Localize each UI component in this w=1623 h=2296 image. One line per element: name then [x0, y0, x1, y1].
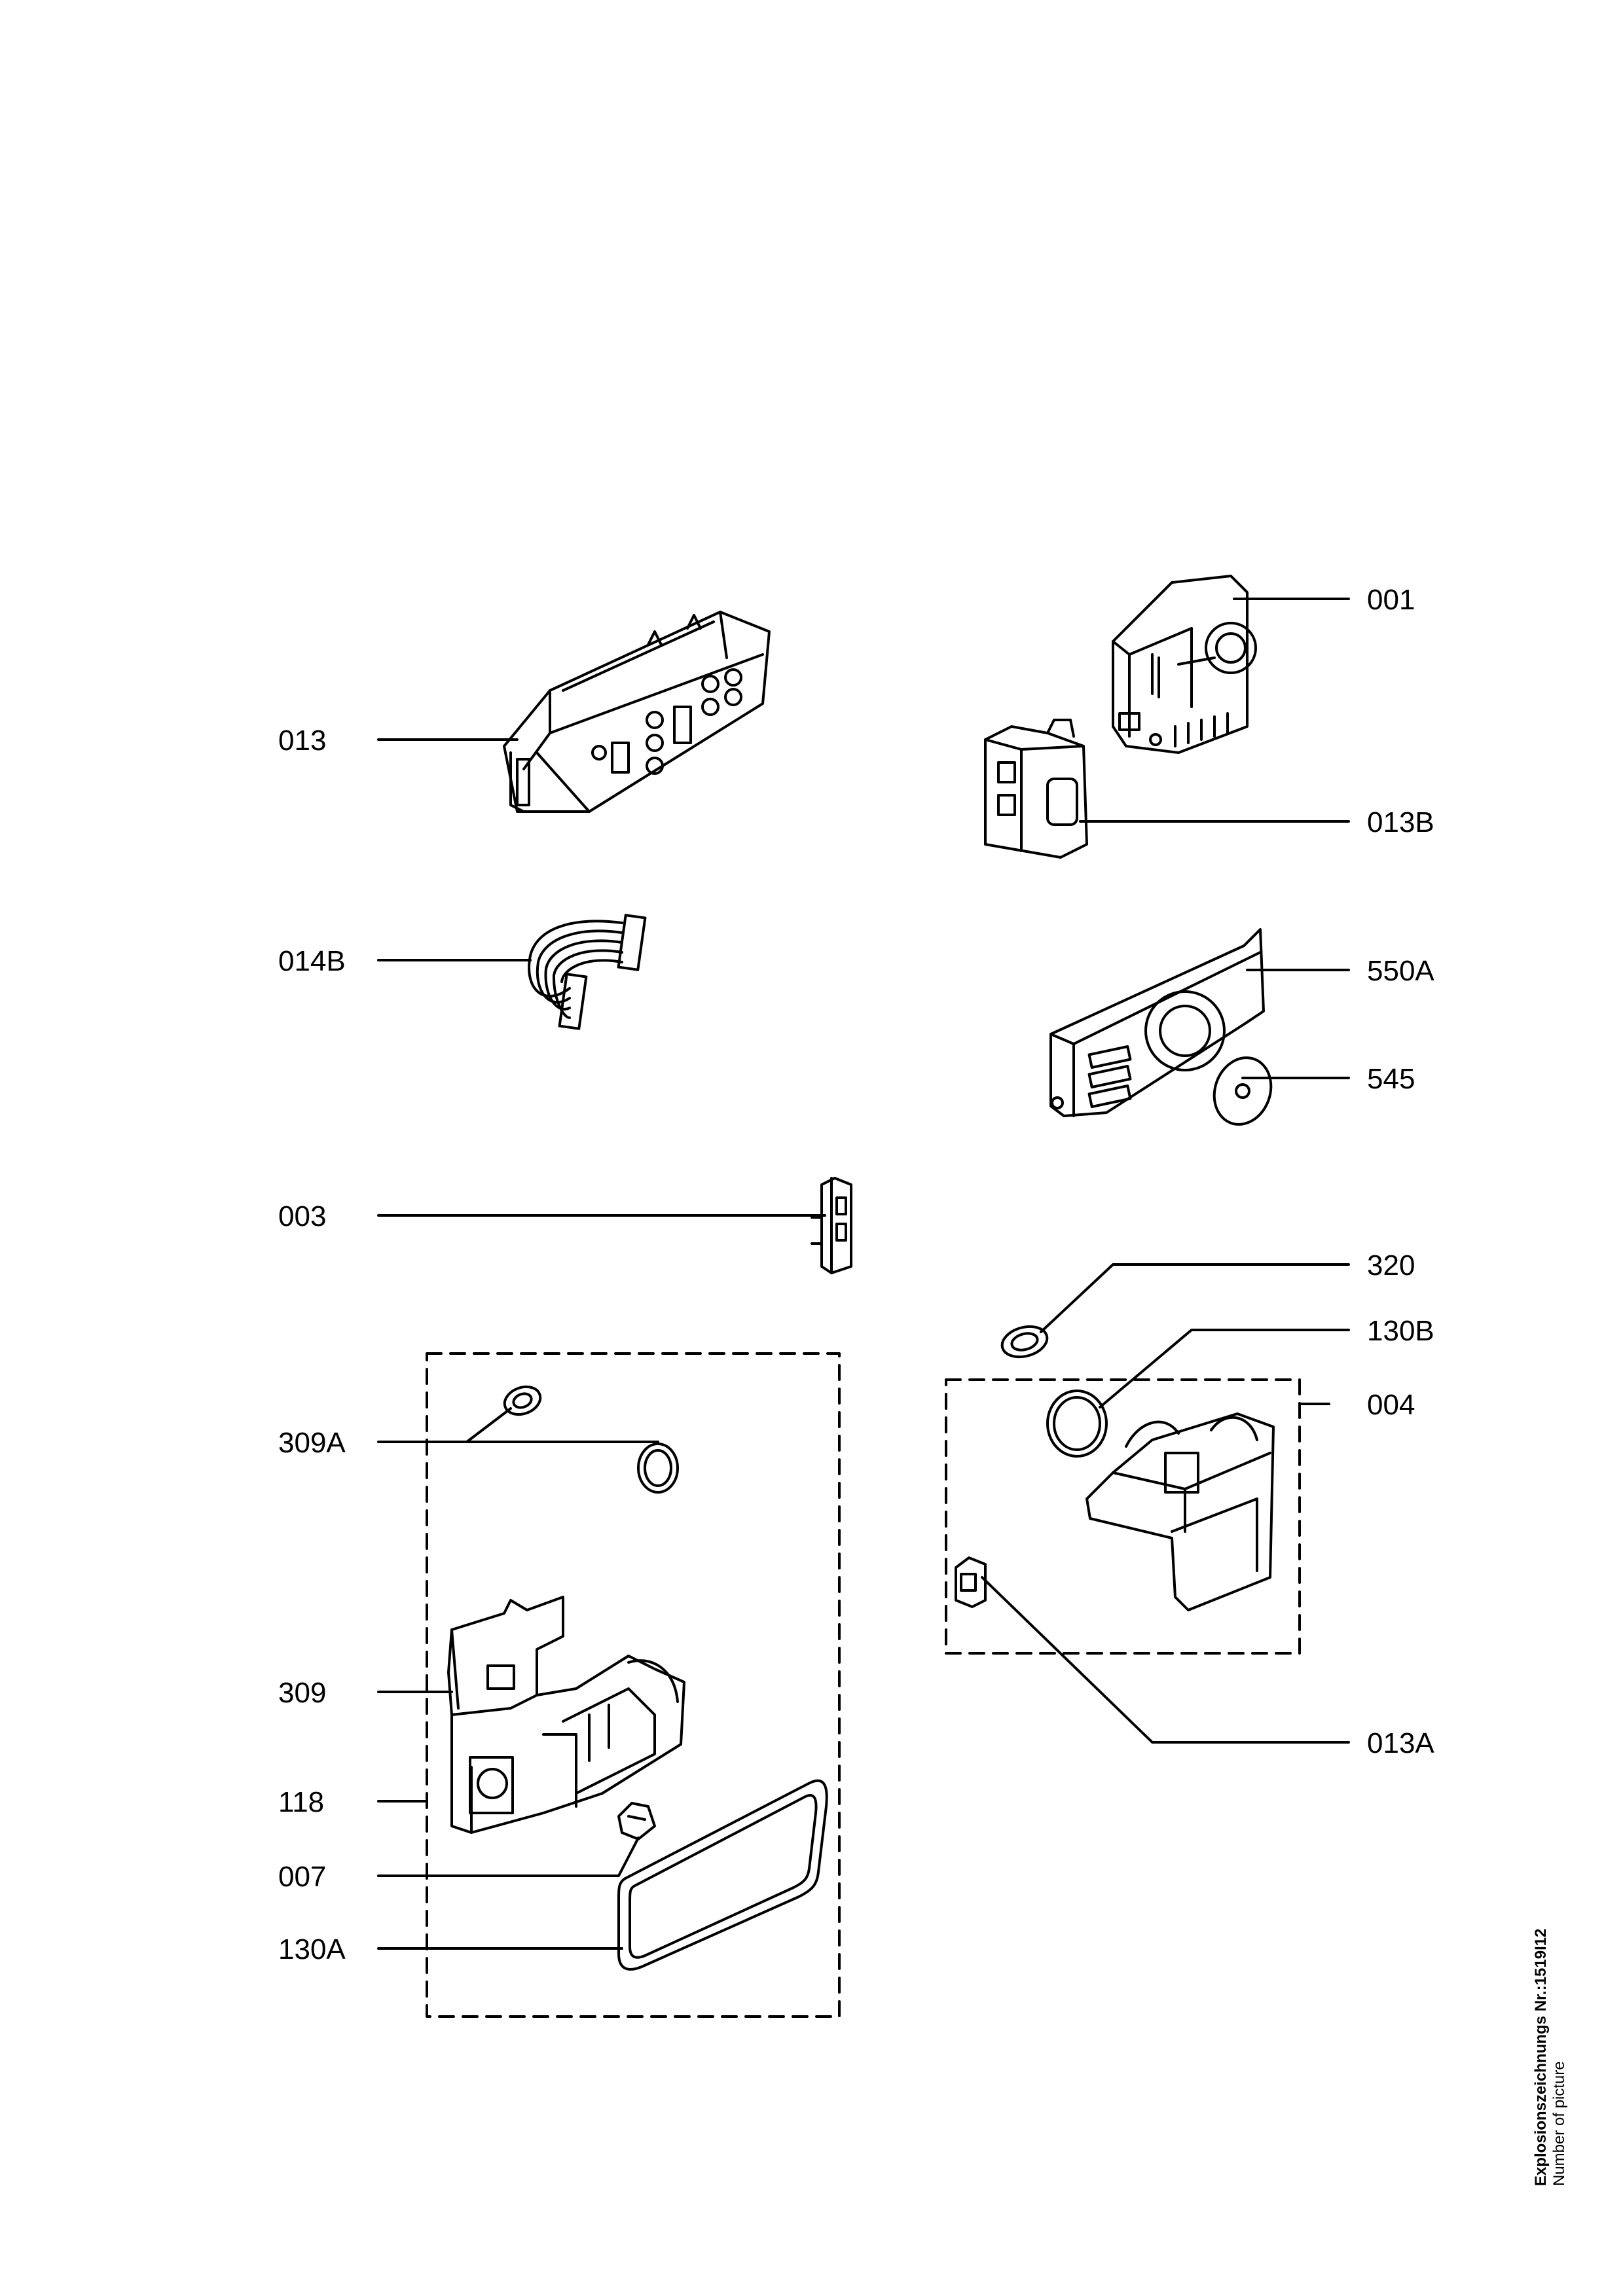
part-007-clip [617, 1802, 656, 1840]
part-550A-panel [1049, 928, 1265, 1117]
part-004-dispenser [1085, 1412, 1275, 1611]
leader-007 [377, 1837, 640, 1877]
label-550A: 550A [1367, 955, 1434, 987]
label-003: 003 [278, 1200, 327, 1232]
label-309A: 309A [278, 1427, 346, 1459]
label-309: 309 [278, 1677, 327, 1709]
drawing-number: Explosionszeichnungs Nr.:1519I12 [1532, 1928, 1550, 2186]
part-309-door-lock [447, 1596, 685, 1834]
part-013A-connector [955, 1556, 987, 1608]
label-004: 004 [1367, 1389, 1415, 1421]
label-130B: 130B [1367, 1315, 1434, 1347]
part-130A-gasket [617, 1779, 828, 1971]
label-118: 118 [278, 1786, 325, 1818]
label-130A: 130A [278, 1933, 346, 1965]
leader-013A [981, 1576, 1350, 1744]
label-320: 320 [1367, 1249, 1415, 1282]
label-014B: 014B [278, 945, 346, 977]
part-014B-wire-harness [528, 914, 647, 1030]
leader-309A-branch [465, 1407, 512, 1443]
part-003-switch [811, 1177, 852, 1274]
part-001-timer [1112, 575, 1257, 754]
label-013A: 013A [1367, 1727, 1434, 1759]
part-309A-cap [503, 1385, 542, 1416]
label-545: 545 [1367, 1063, 1415, 1095]
part-013B-switch [984, 719, 1167, 859]
label-007: 007 [278, 1861, 327, 1893]
label-013B: 013B [1367, 806, 1434, 838]
part-013-control-unit [503, 611, 771, 813]
label-001: 001 [1367, 584, 1415, 616]
drawing-number-caption: Explosionszeichnungs Nr.:1519I12 Number … [1532, 1929, 1569, 2186]
part-545-disc [1213, 1056, 1273, 1126]
drawing-number-label: Number of picture [1550, 2061, 1568, 2186]
label-013: 013 [278, 725, 327, 757]
part-309A-ring [637, 1443, 679, 1494]
part-130B-ring [1046, 1390, 1108, 1458]
part-320-cap [1000, 1325, 1049, 1359]
assembly-box-right [945, 1378, 1301, 1655]
leader-320 [1040, 1263, 1350, 1333]
leader-130B [1099, 1329, 1350, 1408]
assembly-box-left [426, 1352, 841, 2018]
